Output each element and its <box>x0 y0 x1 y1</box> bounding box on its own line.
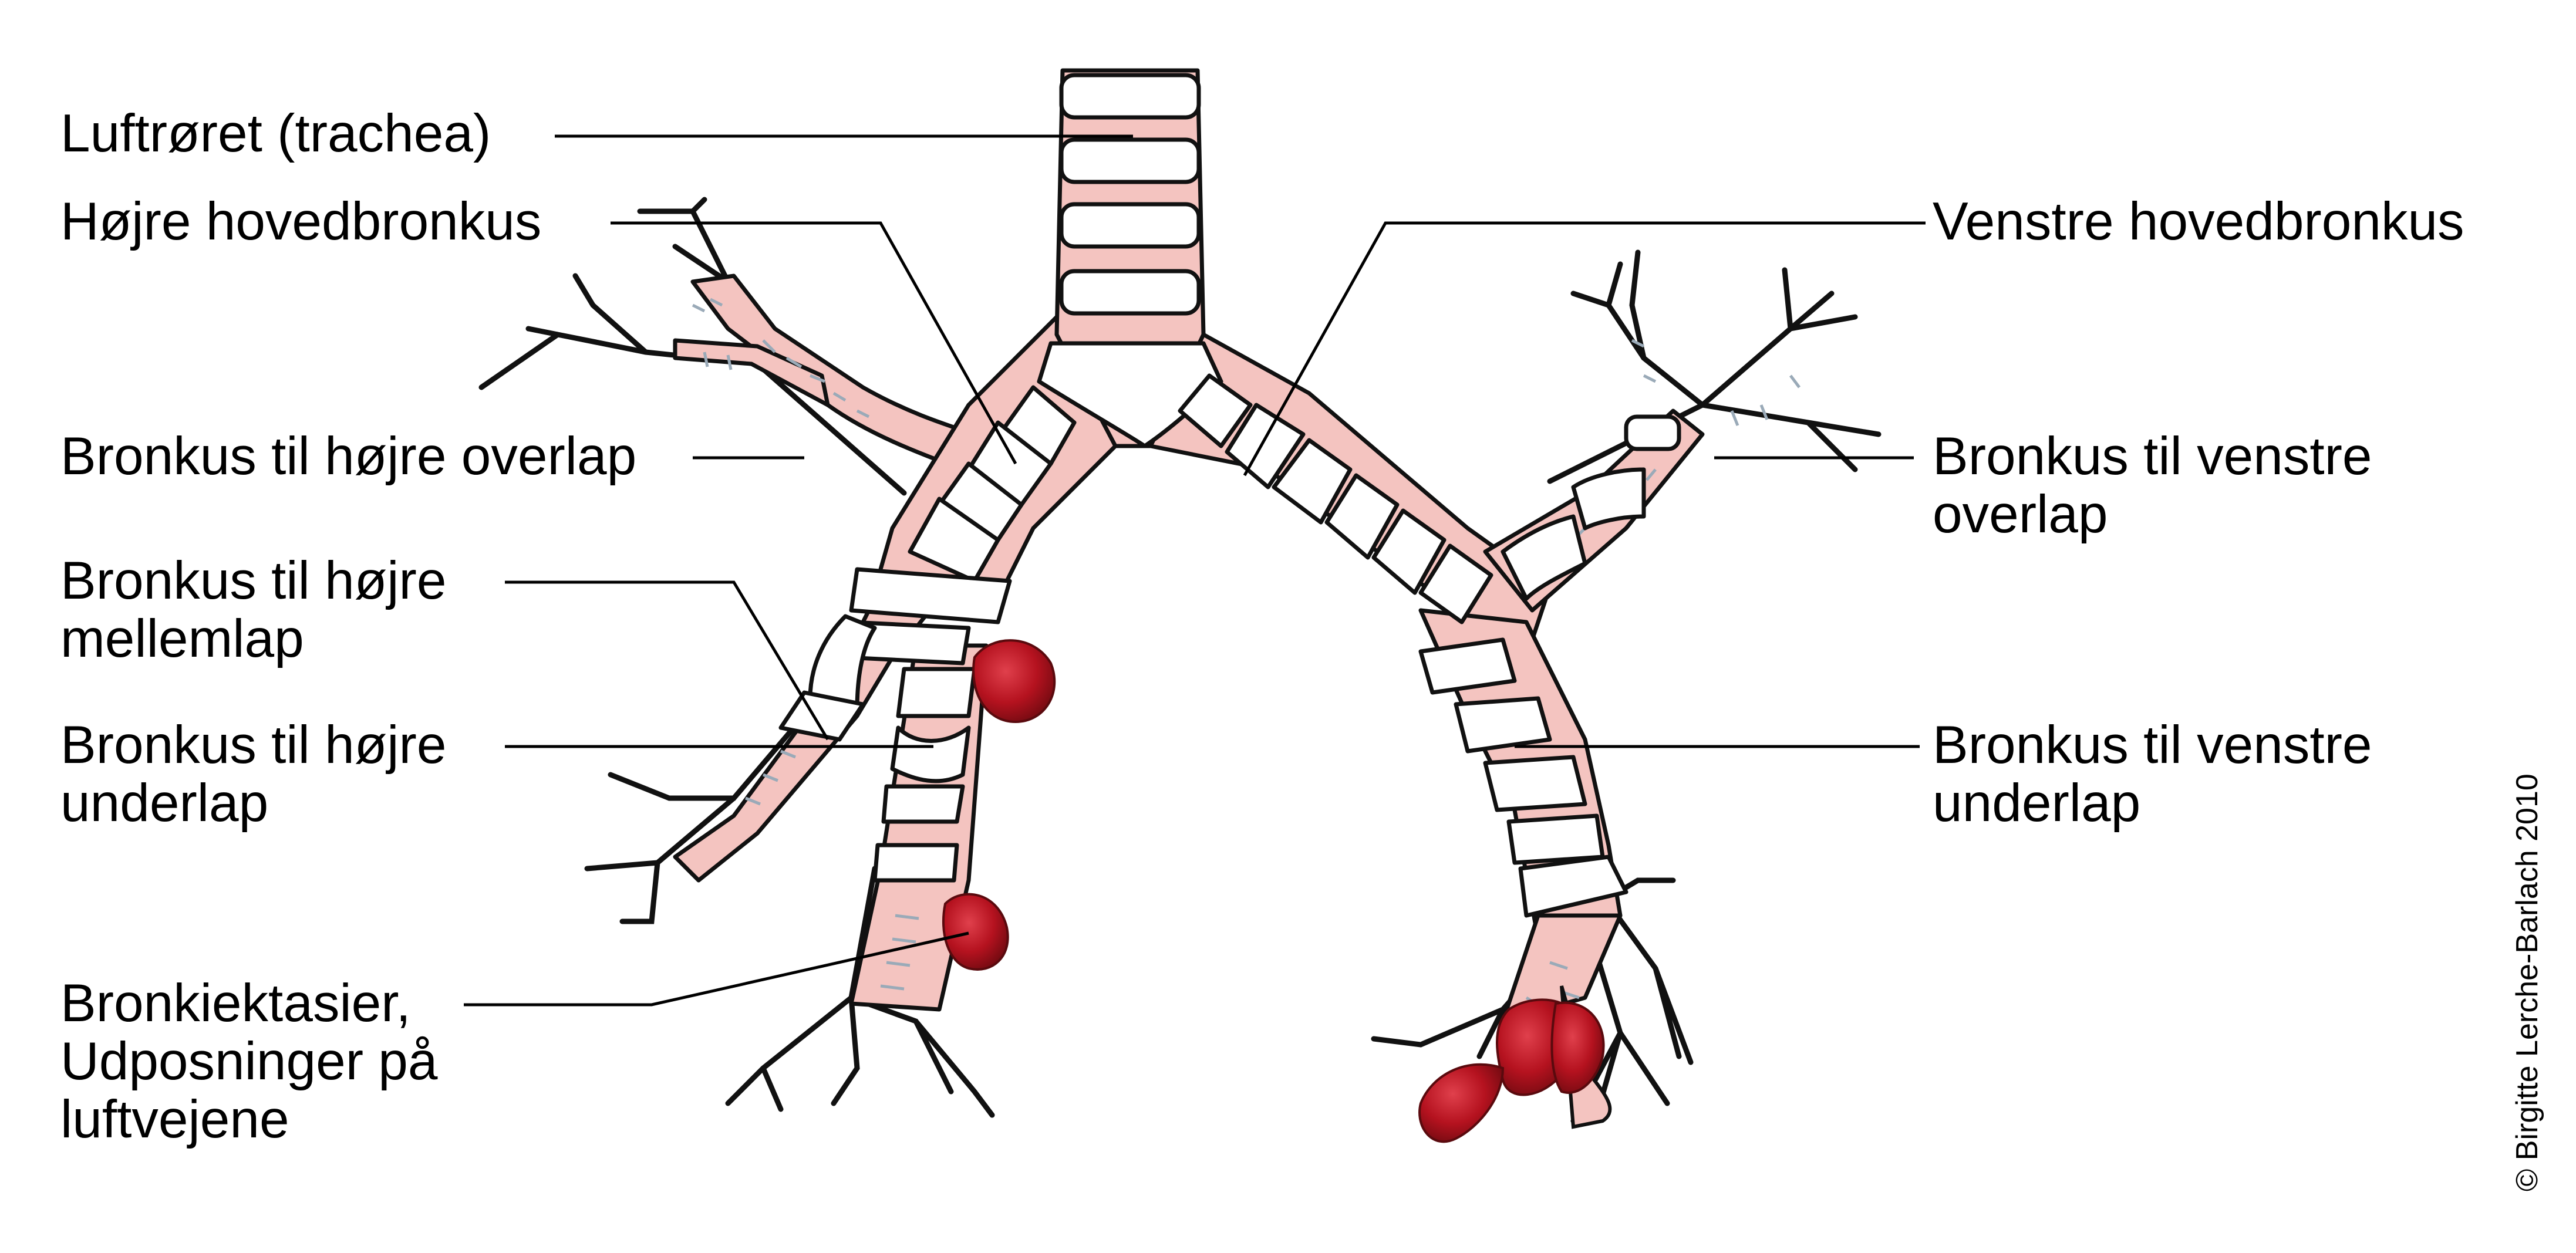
label-bronchiectasis-line-2: Udposninger på <box>60 1032 438 1091</box>
label-bronchiectasis-line-1: Bronkiektasier, <box>60 974 411 1033</box>
label-trachea-text: Luftrøret (trachea) <box>60 104 491 163</box>
label-left-upper-line-1: Bronkus til venstre <box>1933 427 2372 486</box>
label-right-main-bronchus: Højre hovedbronkus <box>60 192 541 251</box>
leader-lines <box>464 134 1926 1007</box>
label-right-middle-line-2: mellemlap <box>60 609 304 668</box>
leader-right-main <box>611 221 1017 465</box>
label-right-lower-lobe-bronchus: Bronkus til højre underlap <box>60 716 446 832</box>
label-left-upper-lobe-bronchus: Bronkus til venstre overlap <box>1933 427 2372 543</box>
leader-left-main <box>1243 221 1926 477</box>
label-left-upper-line-2: overlap <box>1933 485 2108 544</box>
label-right-upper-lobe-bronchus: Bronkus til højre overlap <box>60 427 636 485</box>
label-right-lower-line-1: Bronkus til højre <box>60 715 447 775</box>
label-left-main-bronchus: Venstre hovedbronkus <box>1933 192 2464 251</box>
bronchiectasis-pouches <box>942 639 1612 1143</box>
label-left-lower-line-1: Bronkus til venstre <box>1933 715 2372 775</box>
label-right-middle-lobe-bronchus: Bronkus til højre mellemlap <box>60 552 446 668</box>
copyright-credit: © Birgitte Lerche-Barlach 2010 <box>2510 774 2544 1191</box>
label-bronchiectasis-line-3: luftvejene <box>60 1090 289 1149</box>
label-right-main-bronchus-text: Højre hovedbronkus <box>60 192 542 251</box>
label-left-lower-line-2: underlap <box>1933 774 2141 833</box>
cartilage-rings <box>778 73 1681 918</box>
label-right-lower-line-2: underlap <box>60 774 269 833</box>
label-bronchiectasis: Bronkiektasier, Udposninger på luftvejen… <box>60 974 438 1149</box>
label-trachea: Luftrøret (trachea) <box>60 104 491 163</box>
leader-bronchiectasis <box>464 931 969 1007</box>
label-right-middle-line-1: Bronkus til højre <box>60 551 447 610</box>
label-right-upper-lobe-bronchus-text: Bronkus til højre overlap <box>60 427 637 486</box>
label-left-main-bronchus-text: Venstre hovedbronkus <box>1933 192 2464 251</box>
label-left-lower-lobe-bronchus: Bronkus til venstre underlap <box>1933 716 2372 832</box>
leader-right-middle <box>505 580 830 741</box>
